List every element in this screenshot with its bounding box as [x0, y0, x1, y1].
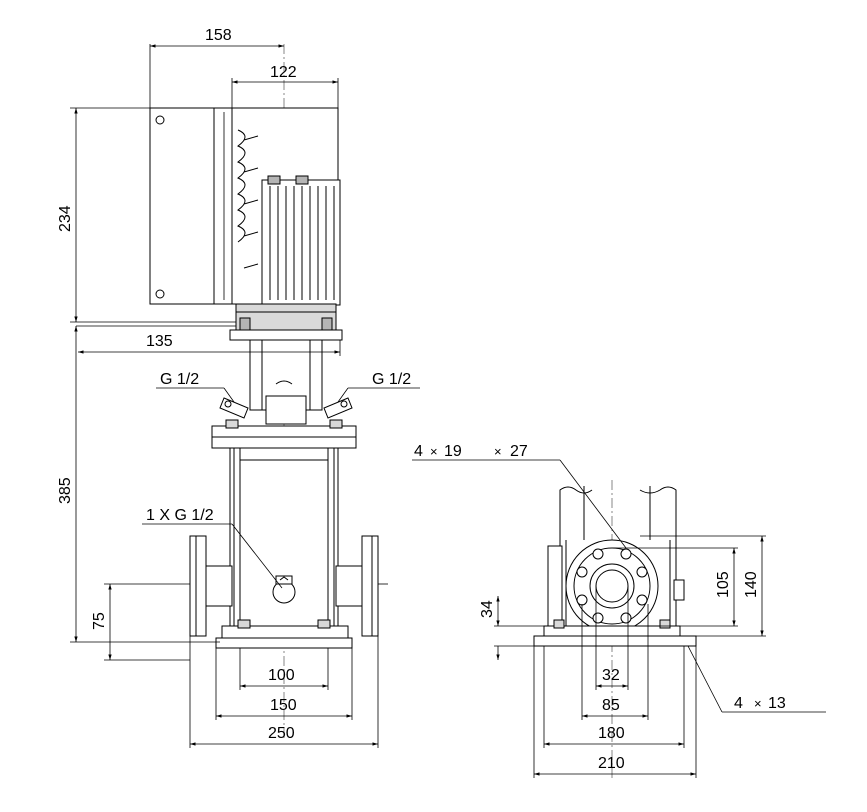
- drain-plug: [272, 575, 296, 604]
- end-base-plate: [533, 619, 697, 647]
- dim-label-250: 250: [268, 725, 295, 742]
- label-flange-holes-count: 4: [414, 443, 423, 460]
- dim-label-75: 75: [91, 612, 108, 630]
- pump-head: [211, 419, 357, 449]
- motor-fins: [261, 175, 341, 306]
- label-drain-port: 1 X G 1/2: [146, 507, 214, 524]
- vent-port-left: [219, 397, 249, 419]
- dim-label-135: 135: [146, 333, 173, 350]
- label-vent-port-right: G 1/2: [372, 371, 411, 388]
- motor-stool: [229, 303, 343, 425]
- dim-label-234: 234: [57, 205, 74, 232]
- pump-base: [215, 619, 353, 649]
- label-foot-holes-count: 4: [734, 695, 743, 712]
- label-flange-holes-dia: 19: [444, 443, 462, 460]
- dim-label-34: 34: [479, 600, 496, 618]
- label-times-1: ×: [430, 444, 438, 459]
- dim-label-385: 385: [57, 477, 74, 504]
- label-times-2: ×: [494, 444, 502, 459]
- end-flange: [547, 539, 685, 633]
- dim-label-100: 100: [268, 667, 295, 684]
- inlet-flange: [189, 535, 233, 637]
- label-foot-holes-dia: 13: [768, 695, 786, 712]
- dim-label-122: 122: [270, 64, 297, 81]
- dim-label-85: 85: [602, 697, 620, 714]
- label-times-3: ×: [754, 696, 762, 711]
- motor-terminal-box: [149, 107, 235, 305]
- dim-label-105: 105: [715, 571, 732, 598]
- pump-side-view: 158 122 234 135 385 75 100: [57, 27, 420, 748]
- pump-end-view: 4 × 19 × 27 34 105 140 32 85: [412, 443, 826, 780]
- dim-label-32: 32: [602, 667, 620, 684]
- vent-port-right: [323, 397, 353, 419]
- label-flange-holes-depth: 27: [510, 443, 528, 460]
- dim-label-210: 210: [598, 755, 625, 772]
- dim-label-150: 150: [270, 697, 297, 714]
- label-vent-port-left: G 1/2: [160, 371, 199, 388]
- dim-label-180: 180: [598, 725, 625, 742]
- outlet-flange: [335, 535, 379, 637]
- dim-label-158: 158: [205, 27, 232, 44]
- dim-label-140: 140: [743, 571, 760, 598]
